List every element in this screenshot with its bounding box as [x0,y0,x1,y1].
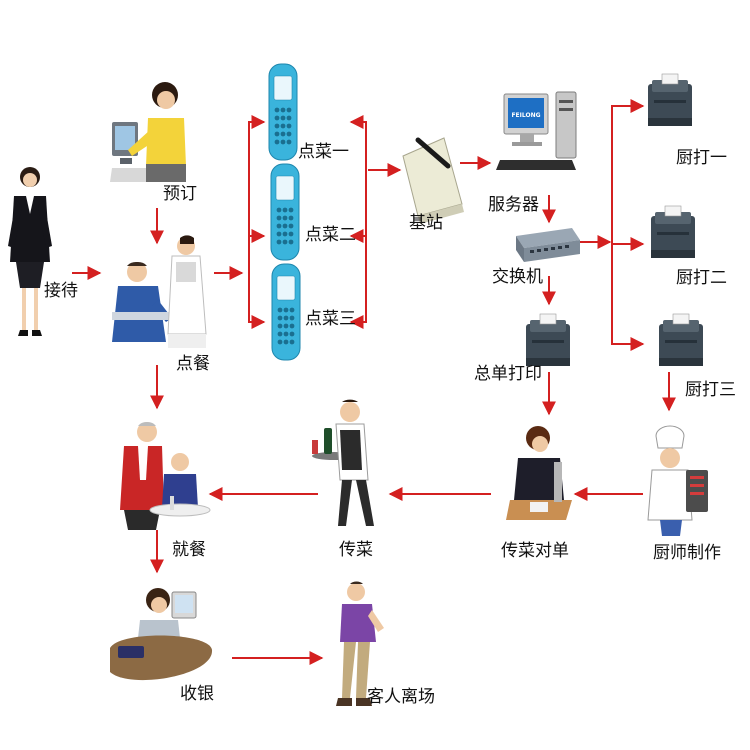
cashier-label: 收银 [180,684,214,704]
server-screen-label: FEILONG [511,112,540,119]
cashier-figure [110,588,213,681]
handset-bracket-left [248,121,262,323]
switch-label: 交换机 [492,267,543,287]
hostess-figure [8,167,52,336]
waiter-figure [312,399,374,526]
server-device: FEILONG [496,91,577,170]
master-printer-device [525,313,571,367]
reception-label: 接待 [44,281,78,301]
base-station-label: 基站 [409,213,443,233]
handset-3-label: 点菜三 [305,309,356,329]
dispatcher-figure [506,426,572,520]
handset-1-device [268,63,298,161]
guest-leaves-label: 客人离场 [367,687,435,707]
serving-label: 传菜 [339,540,373,560]
master-printer-label: 总单打印 [474,364,542,384]
server-label: 服务器 [488,195,539,215]
reservation-label: 预订 [163,184,197,204]
base-station-device [402,137,464,224]
network-switch-device [516,228,580,262]
dining-figures [120,422,211,530]
kitchen-printer-3-device [658,313,704,367]
ordering-figures [112,235,207,348]
departing-guest-figure [336,581,384,706]
handset-3-device [271,263,301,361]
handset-2-label: 点菜二 [305,225,356,245]
kitchen-printer-3-label: 厨打三 [685,380,736,400]
reservation-operator-figure [110,82,186,182]
chef-label: 厨师制作 [653,543,721,563]
ordering-label: 点餐 [176,354,210,374]
kitchen-printer-2-label: 厨打二 [676,268,727,288]
flow-arrows [72,99,676,665]
kitchen-printer-2-device [650,205,696,259]
handset-1-label: 点菜一 [298,142,349,162]
printer-bracket [611,105,640,345]
handset-2-device [270,163,300,261]
handset-bracket-right [353,121,367,323]
kitchen-printer-1-device [647,73,693,127]
dispatch-check-label: 传菜对单 [501,541,569,561]
chef-figure [647,425,708,536]
dining-label: 就餐 [172,540,206,560]
kitchen-printer-1-label: 厨打一 [676,148,727,168]
